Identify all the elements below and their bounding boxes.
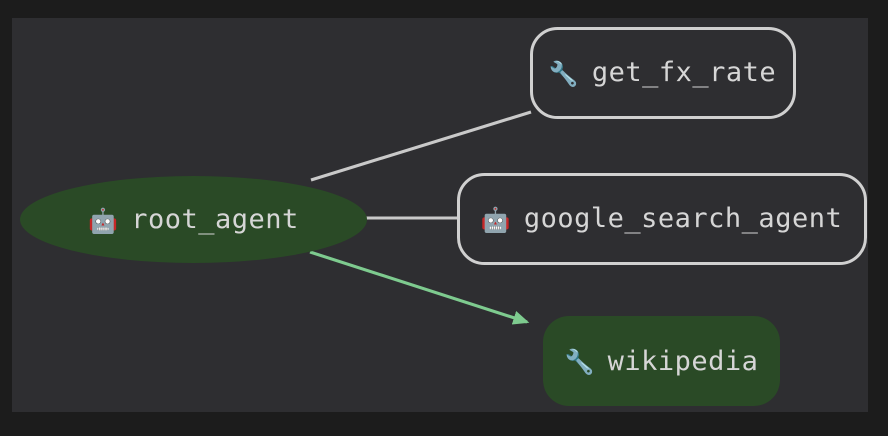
node-shape-root-agent[interactable] bbox=[20, 176, 367, 263]
node-google-search-agent[interactable] bbox=[457, 173, 866, 264]
node-get-fx-rate[interactable] bbox=[530, 27, 795, 118]
node-shape-wikipedia[interactable] bbox=[543, 316, 780, 406]
node-wikipedia[interactable] bbox=[543, 316, 780, 406]
edge-root-agent-to-get-fx-rate bbox=[310, 110, 532, 182]
node-root-agent[interactable] bbox=[20, 176, 367, 263]
node-shape-get-fx-rate[interactable] bbox=[530, 27, 796, 119]
node-shape-google-search-agent[interactable] bbox=[457, 173, 867, 265]
edge-root-agent-to-wikipedia bbox=[309, 250, 530, 325]
